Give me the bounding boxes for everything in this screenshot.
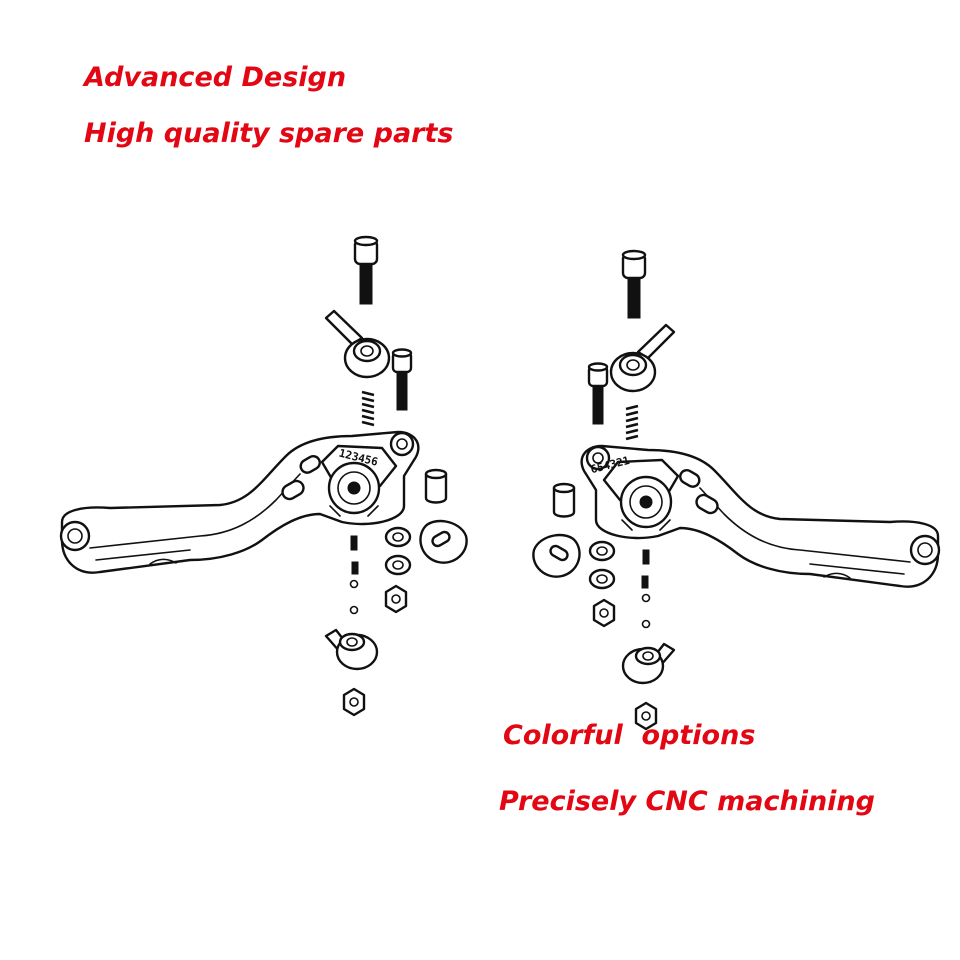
brake-lever-right: 654321 [532,249,941,731]
caption-advanced-design: Advanced Design [84,62,347,93]
caption-colorful-options: Colorful options [503,720,756,751]
caption-cnc-machining: Precisely CNC machining [499,786,875,817]
caption-high-quality: High quality spare parts [84,118,454,149]
brake-lever-left: 123456 [59,235,468,717]
